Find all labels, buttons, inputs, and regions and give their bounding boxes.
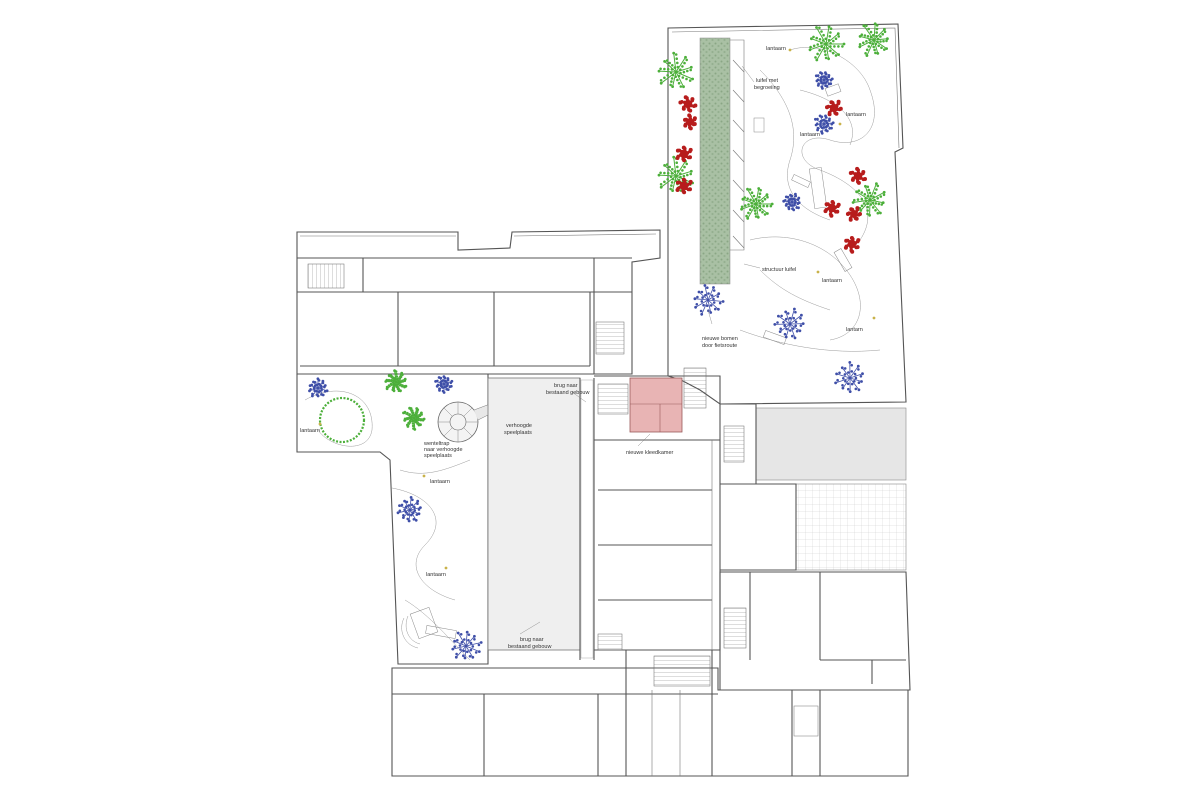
label-lantaarn-sw: lantaarn	[426, 572, 446, 578]
plan-labels: lantaarn luifel met begroeiing lantaarn …	[300, 46, 866, 650]
blue-tree-icon	[434, 375, 454, 394]
spiral-stair-icon	[437, 401, 495, 443]
label-verhoogde-2: speelplaats	[504, 430, 532, 436]
red-tree-icon	[675, 145, 693, 163]
label-lantaarn-north: lantaarn	[766, 46, 786, 52]
lantern-marker-icon	[422, 474, 426, 478]
blue-tree-icon	[396, 496, 422, 523]
new-cloakroom	[629, 377, 683, 433]
north-garden	[667, 23, 907, 405]
lantern-marker-icon	[838, 122, 842, 126]
red-tree-icon	[675, 177, 693, 195]
central-hall	[594, 367, 721, 651]
label-lantaarn-courtyard: lantaarn	[430, 479, 450, 485]
label-luifel-2: begroeiing	[754, 85, 780, 91]
label-verhoogde: verhoogde	[506, 423, 532, 429]
deciduous-tree-icon	[851, 182, 886, 217]
label-nieuwe-bomen: nieuwe bomen	[702, 336, 738, 342]
deciduous-tree-icon	[384, 369, 408, 393]
stepped-seating	[401, 607, 457, 649]
red-tree-icon	[823, 200, 841, 218]
label-lantaarn-ne: lantaarn	[846, 112, 866, 118]
blue-tree-icon	[693, 284, 725, 316]
lantern-markers	[318, 48, 876, 570]
deciduous-tree-icon	[808, 25, 846, 62]
label-lantaarn-mid: lantaarn	[800, 132, 820, 138]
label-kleedkamer: nieuwe kleedkamer	[626, 450, 674, 456]
deciduous-tree-icon	[858, 22, 889, 57]
deciduous-tree-icon	[740, 187, 774, 220]
red-tree-icon	[683, 113, 697, 131]
sports-court	[755, 407, 907, 481]
raised-playground	[487, 377, 595, 660]
blue-tree-icon	[308, 377, 329, 398]
lantern-marker-icon	[318, 422, 322, 426]
blue-tree-icon	[834, 361, 864, 393]
label-wenteltrap: wenteltrap	[423, 441, 449, 447]
west-courtyard	[296, 374, 495, 665]
lantern-marker-icon	[444, 566, 448, 570]
deciduous-tree-icon	[657, 155, 694, 193]
blue-tree-icon	[782, 192, 801, 212]
blue-tree-icon	[773, 307, 805, 340]
lantern-marker-icon	[788, 48, 792, 52]
label-brug-top: brug naar	[554, 383, 578, 389]
east-blocks	[719, 403, 911, 691]
label-brug-bottom: brug naar	[520, 637, 544, 643]
blue-tree-icon	[451, 630, 483, 660]
blue-tree-icon	[814, 71, 834, 90]
south-building	[391, 650, 909, 777]
deciduous-tree-icon	[402, 406, 426, 431]
label-structuur-luifel: structuur luifel	[762, 267, 796, 273]
blue-tree-icon	[814, 114, 835, 135]
label-brug-top-2: bestaand gebouw	[546, 390, 589, 396]
circular-hedge	[318, 396, 366, 444]
red-tree-icon	[845, 206, 862, 222]
label-brug-bottom-2: bestaand gebouw	[508, 644, 551, 650]
label-lantaarn-west: lantaarn	[300, 428, 320, 434]
lantern-marker-icon	[816, 270, 820, 274]
label-wenteltrap-3: speelplaats	[424, 453, 452, 459]
red-tree-icon	[843, 236, 861, 254]
deciduous-tree-icon	[657, 51, 694, 89]
red-tree-icon	[825, 99, 843, 117]
red-tree-icon	[678, 95, 698, 113]
red-tree-icon	[848, 166, 867, 185]
trees-layer	[308, 22, 889, 660]
leader-lines	[519, 65, 761, 635]
label-wenteltrap-2: naar verhoogde	[424, 447, 463, 453]
green-canopy-strip	[699, 37, 731, 285]
label-lantarn: lantarn	[846, 327, 863, 333]
label-nieuwe-bomen-2: door fietsroute	[702, 343, 737, 349]
label-lantaarn-east: lantaarn	[822, 278, 842, 284]
label-luifel: luifel met	[756, 78, 778, 84]
lantern-marker-icon	[872, 316, 876, 320]
north-wing-building	[296, 229, 661, 375]
